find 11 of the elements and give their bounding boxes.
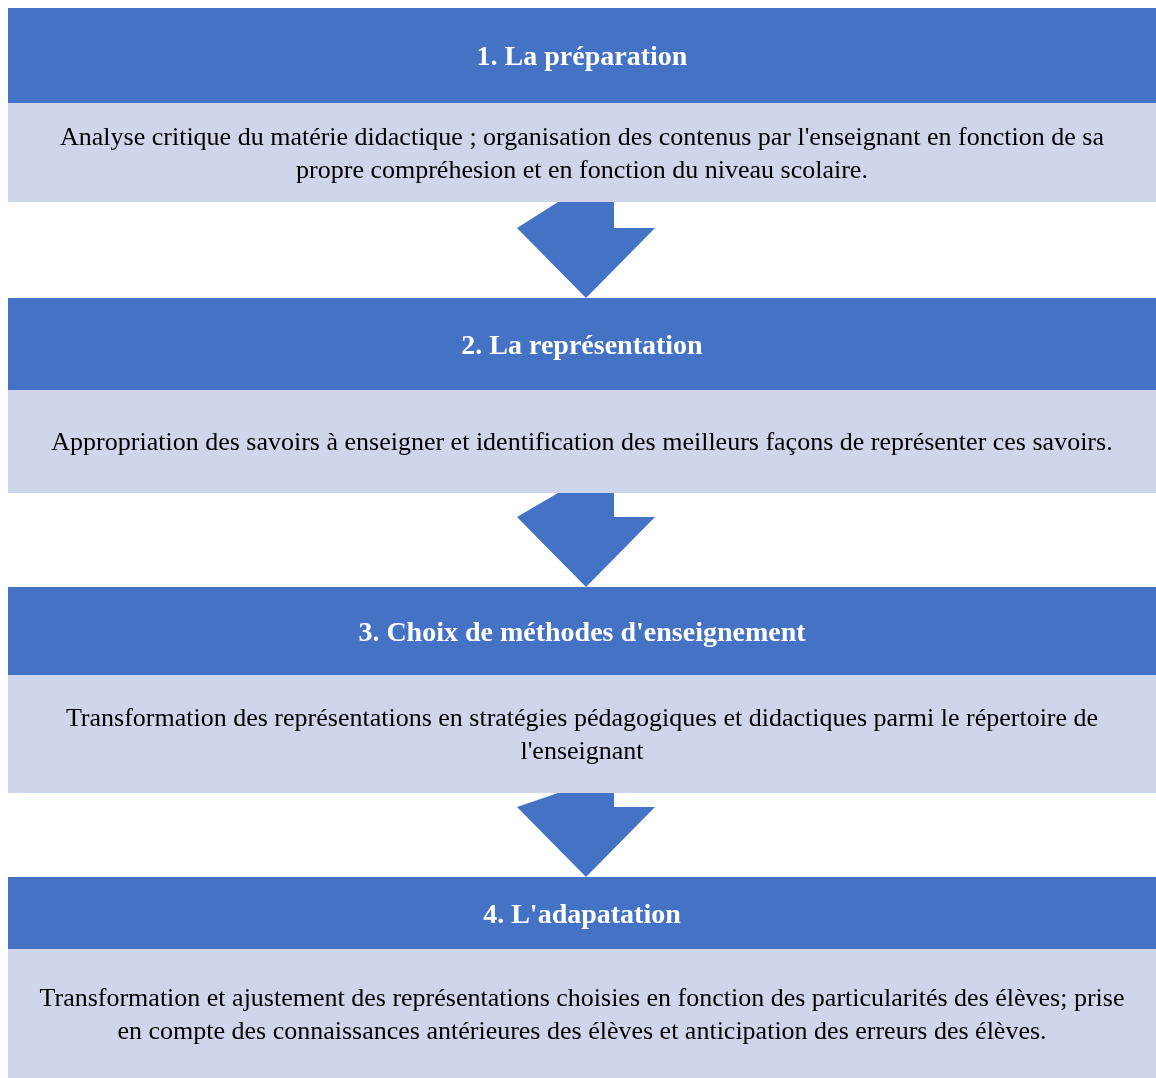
step-description: Transformation des représentations en stratégies pédagogiques et didactiques parmi le répertoire de l'enseignant bbox=[8, 675, 1156, 793]
step-header: 4. L'adapatation bbox=[8, 877, 1156, 949]
step-description: Transformation et ajustement des représentations choisies en fonction des particularités des élèves; prise en compte des connaissances antérieures des élèves et anticipation des erreurs des élèves. bbox=[8, 949, 1156, 1078]
step-header: 2. La représentation bbox=[8, 298, 1156, 390]
step-description: Appropriation des savoirs à enseigner et identification des meilleurs façons de représenter ces savoirs. bbox=[8, 390, 1156, 493]
block-arrow bbox=[517, 793, 655, 877]
block-arrow bbox=[517, 202, 655, 298]
step-header: 3. Choix de méthodes d'enseignement bbox=[8, 587, 1156, 675]
block-arrow bbox=[517, 493, 655, 587]
step-description: Analyse critique du matérie didactique ; organisation des contenus par l'enseignant en fonction de sa propre compréhesion et en fonction du niveau scolaire. bbox=[8, 103, 1156, 202]
step-header: 1. La préparation bbox=[8, 8, 1156, 103]
